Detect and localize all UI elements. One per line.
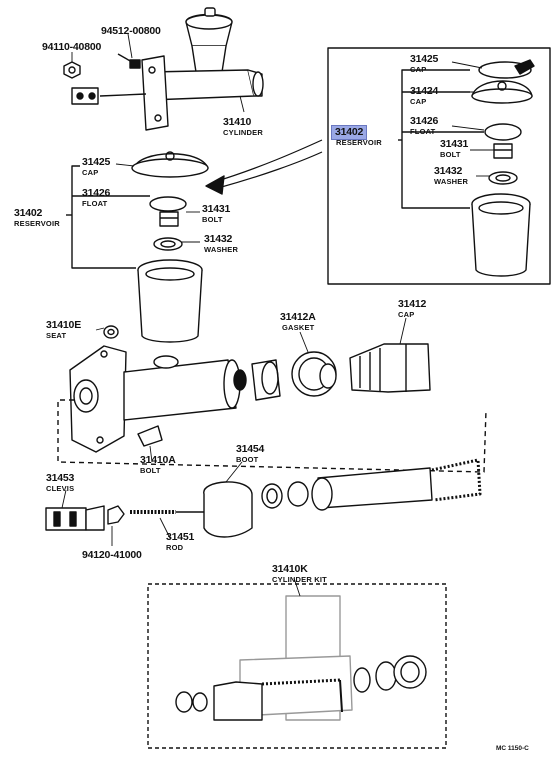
leader-lines [61, 33, 494, 597]
inset-part-number-31425[interactable]: 31425 [410, 53, 439, 65]
part-number-31412A[interactable]: 31412A [280, 311, 316, 323]
inset-part-number-31424[interactable]: 31424 [410, 85, 439, 97]
part-name-31410: CYLINDER [223, 128, 263, 137]
nut-94110-drawing [63, 61, 81, 79]
part-number-31412[interactable]: 31412 [398, 298, 427, 310]
part-name-31454: BOOT [236, 455, 259, 464]
part-name-31412: CAP [398, 310, 415, 319]
inset-part-number-31402-highlighted[interactable]: 31402 [330, 125, 368, 140]
part-name-31425: CAP [82, 168, 99, 177]
piston-rod-row-drawing [45, 458, 482, 538]
part-name-31410E: SEAT [46, 331, 67, 340]
part-number-31453[interactable]: 31453 [46, 472, 75, 484]
part-number-31426[interactable]: 31426 [82, 187, 111, 199]
part-name-31402: RESERVOIR [14, 219, 60, 228]
inset-part-number-31431[interactable]: 31431 [440, 138, 469, 150]
part-name-31412A: GASKET [282, 323, 315, 332]
inset-part-name-31402: RESERVOIR [336, 138, 382, 147]
part-number-94512[interactable]: 94512-00800 [101, 25, 161, 37]
part-number-31410K[interactable]: 31410K [272, 563, 308, 575]
master-cylinder-body-drawing [69, 343, 431, 453]
inset-part-name-31431: BOLT [440, 150, 461, 159]
part-name-31410A: BOLT [140, 466, 161, 475]
part-name-31453: CLEVIS [46, 484, 75, 493]
part-number-31410A[interactable]: 31410A [140, 454, 176, 466]
part-number-31432[interactable]: 31432 [204, 233, 233, 245]
part-name-31432: WASHER [204, 245, 239, 254]
part-name-31431: BOLT [202, 215, 223, 224]
inset-part-number-31432[interactable]: 31432 [434, 165, 463, 177]
part-number-94110[interactable]: 94110-40800 [42, 41, 102, 53]
inset-part-name-31426: FLOAT [410, 127, 436, 136]
reservoir-group-drawing [66, 151, 209, 343]
inset-part-name-31432: WASHER [434, 177, 469, 186]
inset-part-number-31426[interactable]: 31426 [410, 115, 439, 127]
cylinder-kit-frame [147, 583, 447, 749]
part-number-31451[interactable]: 31451 [166, 531, 195, 543]
part-number-31454[interactable]: 31454 [236, 443, 265, 455]
part-name-31426: FLOAT [82, 199, 108, 208]
part-number-31410E[interactable]: 31410E [46, 319, 82, 331]
inset-part-name-31424: CAP [410, 97, 427, 106]
part-name-31451: ROD [166, 543, 184, 552]
part-number-31402[interactable]: 31402 [14, 207, 43, 219]
part-number-94120[interactable]: 94120-41000 [82, 549, 142, 561]
inset-part-name-31425: CAP [410, 65, 427, 74]
inset-parts-drawing [398, 59, 535, 277]
part-name-31410K: CYLINDER KIT [272, 575, 327, 584]
assembled-cylinder-drawing [71, 7, 264, 131]
part-number-31425[interactable]: 31425 [82, 156, 111, 168]
cylinder-kit-parts-drawing [175, 655, 427, 721]
diagram-code: MC 1150-C [496, 745, 529, 752]
part-number-31410[interactable]: 31410 [223, 116, 252, 128]
inset-frame [327, 47, 551, 285]
part-number-31431[interactable]: 31431 [202, 203, 231, 215]
